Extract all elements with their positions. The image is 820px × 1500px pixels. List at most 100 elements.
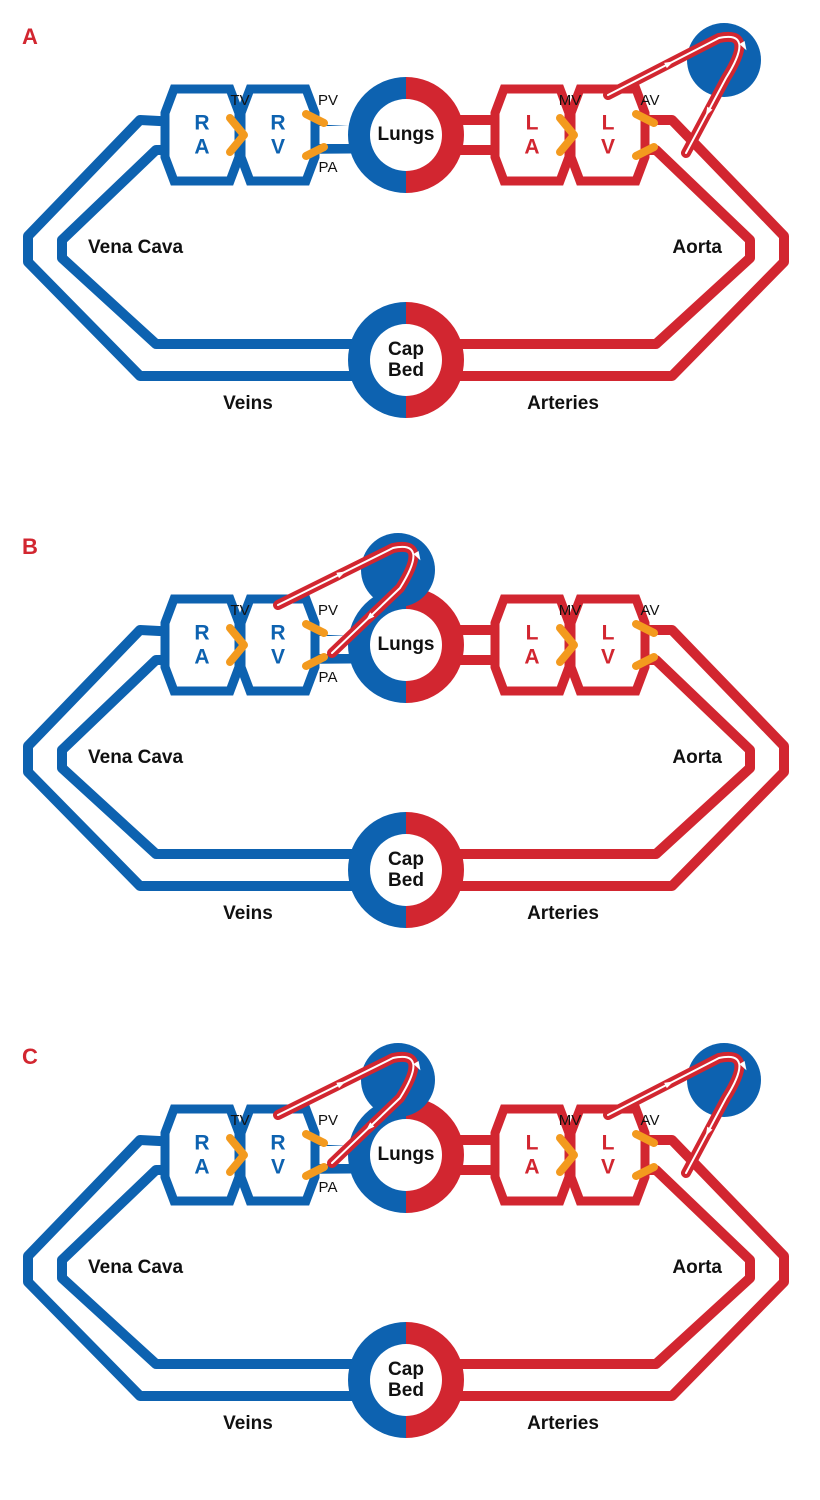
right-atrium (160, 1104, 244, 1206)
lv-label: L (602, 622, 615, 645)
lv-label: V (601, 136, 615, 159)
rv-label: V (271, 1156, 285, 1179)
aortic-valve (632, 110, 658, 160)
flow-line (607, 1055, 741, 1174)
lv-label: V (601, 1156, 615, 1179)
la-label: A (524, 136, 539, 159)
right-atrium (160, 84, 244, 186)
rv-label: V (271, 136, 285, 159)
flow-arrow-icon (365, 1122, 375, 1131)
rv-label: V (271, 646, 285, 669)
flow-arrow-icon (336, 571, 346, 579)
flow-arrow-icon (705, 1126, 713, 1137)
lv-label: V (601, 646, 615, 669)
left-atrium (490, 84, 574, 186)
mitral-valve (556, 624, 578, 666)
tricuspid-valve (226, 1134, 248, 1176)
cap-bed-label: Bed (388, 1380, 424, 1401)
mv-label: MV (559, 602, 582, 619)
flow-arrow-icon (664, 1081, 674, 1089)
flow-line (277, 1055, 415, 1164)
pv-label: PV (318, 1112, 338, 1129)
ra-label: R (194, 622, 209, 645)
left-atrium (490, 594, 574, 696)
aorta-label: Aorta (672, 747, 722, 768)
lungs-label: Lungs (378, 1144, 435, 1165)
flow-arrow-icon (336, 1081, 346, 1089)
lungs-label: Lungs (378, 634, 435, 655)
la-label: A (524, 1156, 539, 1179)
arteries-label: Arteries (527, 1413, 599, 1434)
veins-label: Veins (223, 393, 273, 414)
flow-arrow-icon (413, 1061, 421, 1071)
pa-label: PA (319, 159, 338, 176)
vena-cava-label: Vena Cava (88, 1257, 183, 1278)
cap-bed-label: Bed (388, 360, 424, 381)
aorta-label: Aorta (672, 1257, 722, 1278)
tricuspid-valve (226, 624, 248, 666)
vena-cava-label: Vena Cava (88, 747, 183, 768)
pa-label: PA (319, 1179, 338, 1196)
flow-arrow-icon (739, 41, 747, 51)
left-ventricular-assist-device (603, 23, 761, 158)
lungs-center (370, 1119, 442, 1191)
cap-bed-label: Cap (388, 1359, 424, 1380)
ra-label: R (194, 1132, 209, 1155)
lungs-label: Lungs (378, 124, 435, 145)
lv-label: L (602, 112, 615, 135)
aorta-label: Aorta (672, 237, 722, 258)
ra-label: A (194, 646, 209, 669)
flow-line (277, 545, 415, 654)
rv-label: R (270, 112, 285, 135)
av-label: AV (641, 92, 660, 109)
aortic-valve (632, 1130, 658, 1180)
ra-label: R (194, 112, 209, 135)
right-ventricular-assist-device (273, 1043, 435, 1168)
av-label: AV (641, 602, 660, 619)
tv-label: TV (230, 602, 249, 619)
arteries-label: Arteries (527, 903, 599, 924)
mitral-valve (556, 1134, 578, 1176)
arteries-label: Arteries (527, 393, 599, 414)
cap-bed-center (370, 324, 442, 396)
tricuspid-valve (226, 114, 248, 156)
mv-label: MV (559, 92, 582, 109)
cap-bed-label: Cap (388, 339, 424, 360)
ra-label: A (194, 136, 209, 159)
cap-bed-center (370, 1344, 442, 1416)
flow-arrow-icon (365, 612, 375, 621)
cap-bed-label: Bed (388, 870, 424, 891)
panel-letter: A (22, 24, 38, 49)
flow-arrow-icon (739, 1061, 747, 1071)
veins-label: Veins (223, 903, 273, 924)
left-atrium (490, 1104, 574, 1206)
aortic-valve (632, 620, 658, 670)
pulmonic-valve (302, 110, 328, 160)
vena-cava-label: Vena Cava (88, 237, 183, 258)
rv-label: R (270, 1132, 285, 1155)
pa-label: PA (319, 669, 338, 686)
flow-arrow-icon (413, 551, 421, 561)
flow-arrow-icon (664, 61, 674, 69)
la-label: L (526, 622, 539, 645)
left-ventricular-assist-device (603, 1043, 761, 1178)
lungs-center (370, 609, 442, 681)
tv-label: TV (230, 1112, 249, 1129)
right-ventricular-assist-device (273, 533, 435, 658)
ra-label: A (194, 1156, 209, 1179)
cap-bed-label: Cap (388, 849, 424, 870)
flow-line (607, 35, 741, 154)
av-label: AV (641, 1112, 660, 1129)
rv-label: R (270, 622, 285, 645)
mitral-valve (556, 114, 578, 156)
veins-label: Veins (223, 1413, 273, 1434)
lv-label: L (602, 1132, 615, 1155)
la-label: L (526, 1132, 539, 1155)
pv-label: PV (318, 92, 338, 109)
cap-bed-center (370, 834, 442, 906)
lungs-center (370, 99, 442, 171)
